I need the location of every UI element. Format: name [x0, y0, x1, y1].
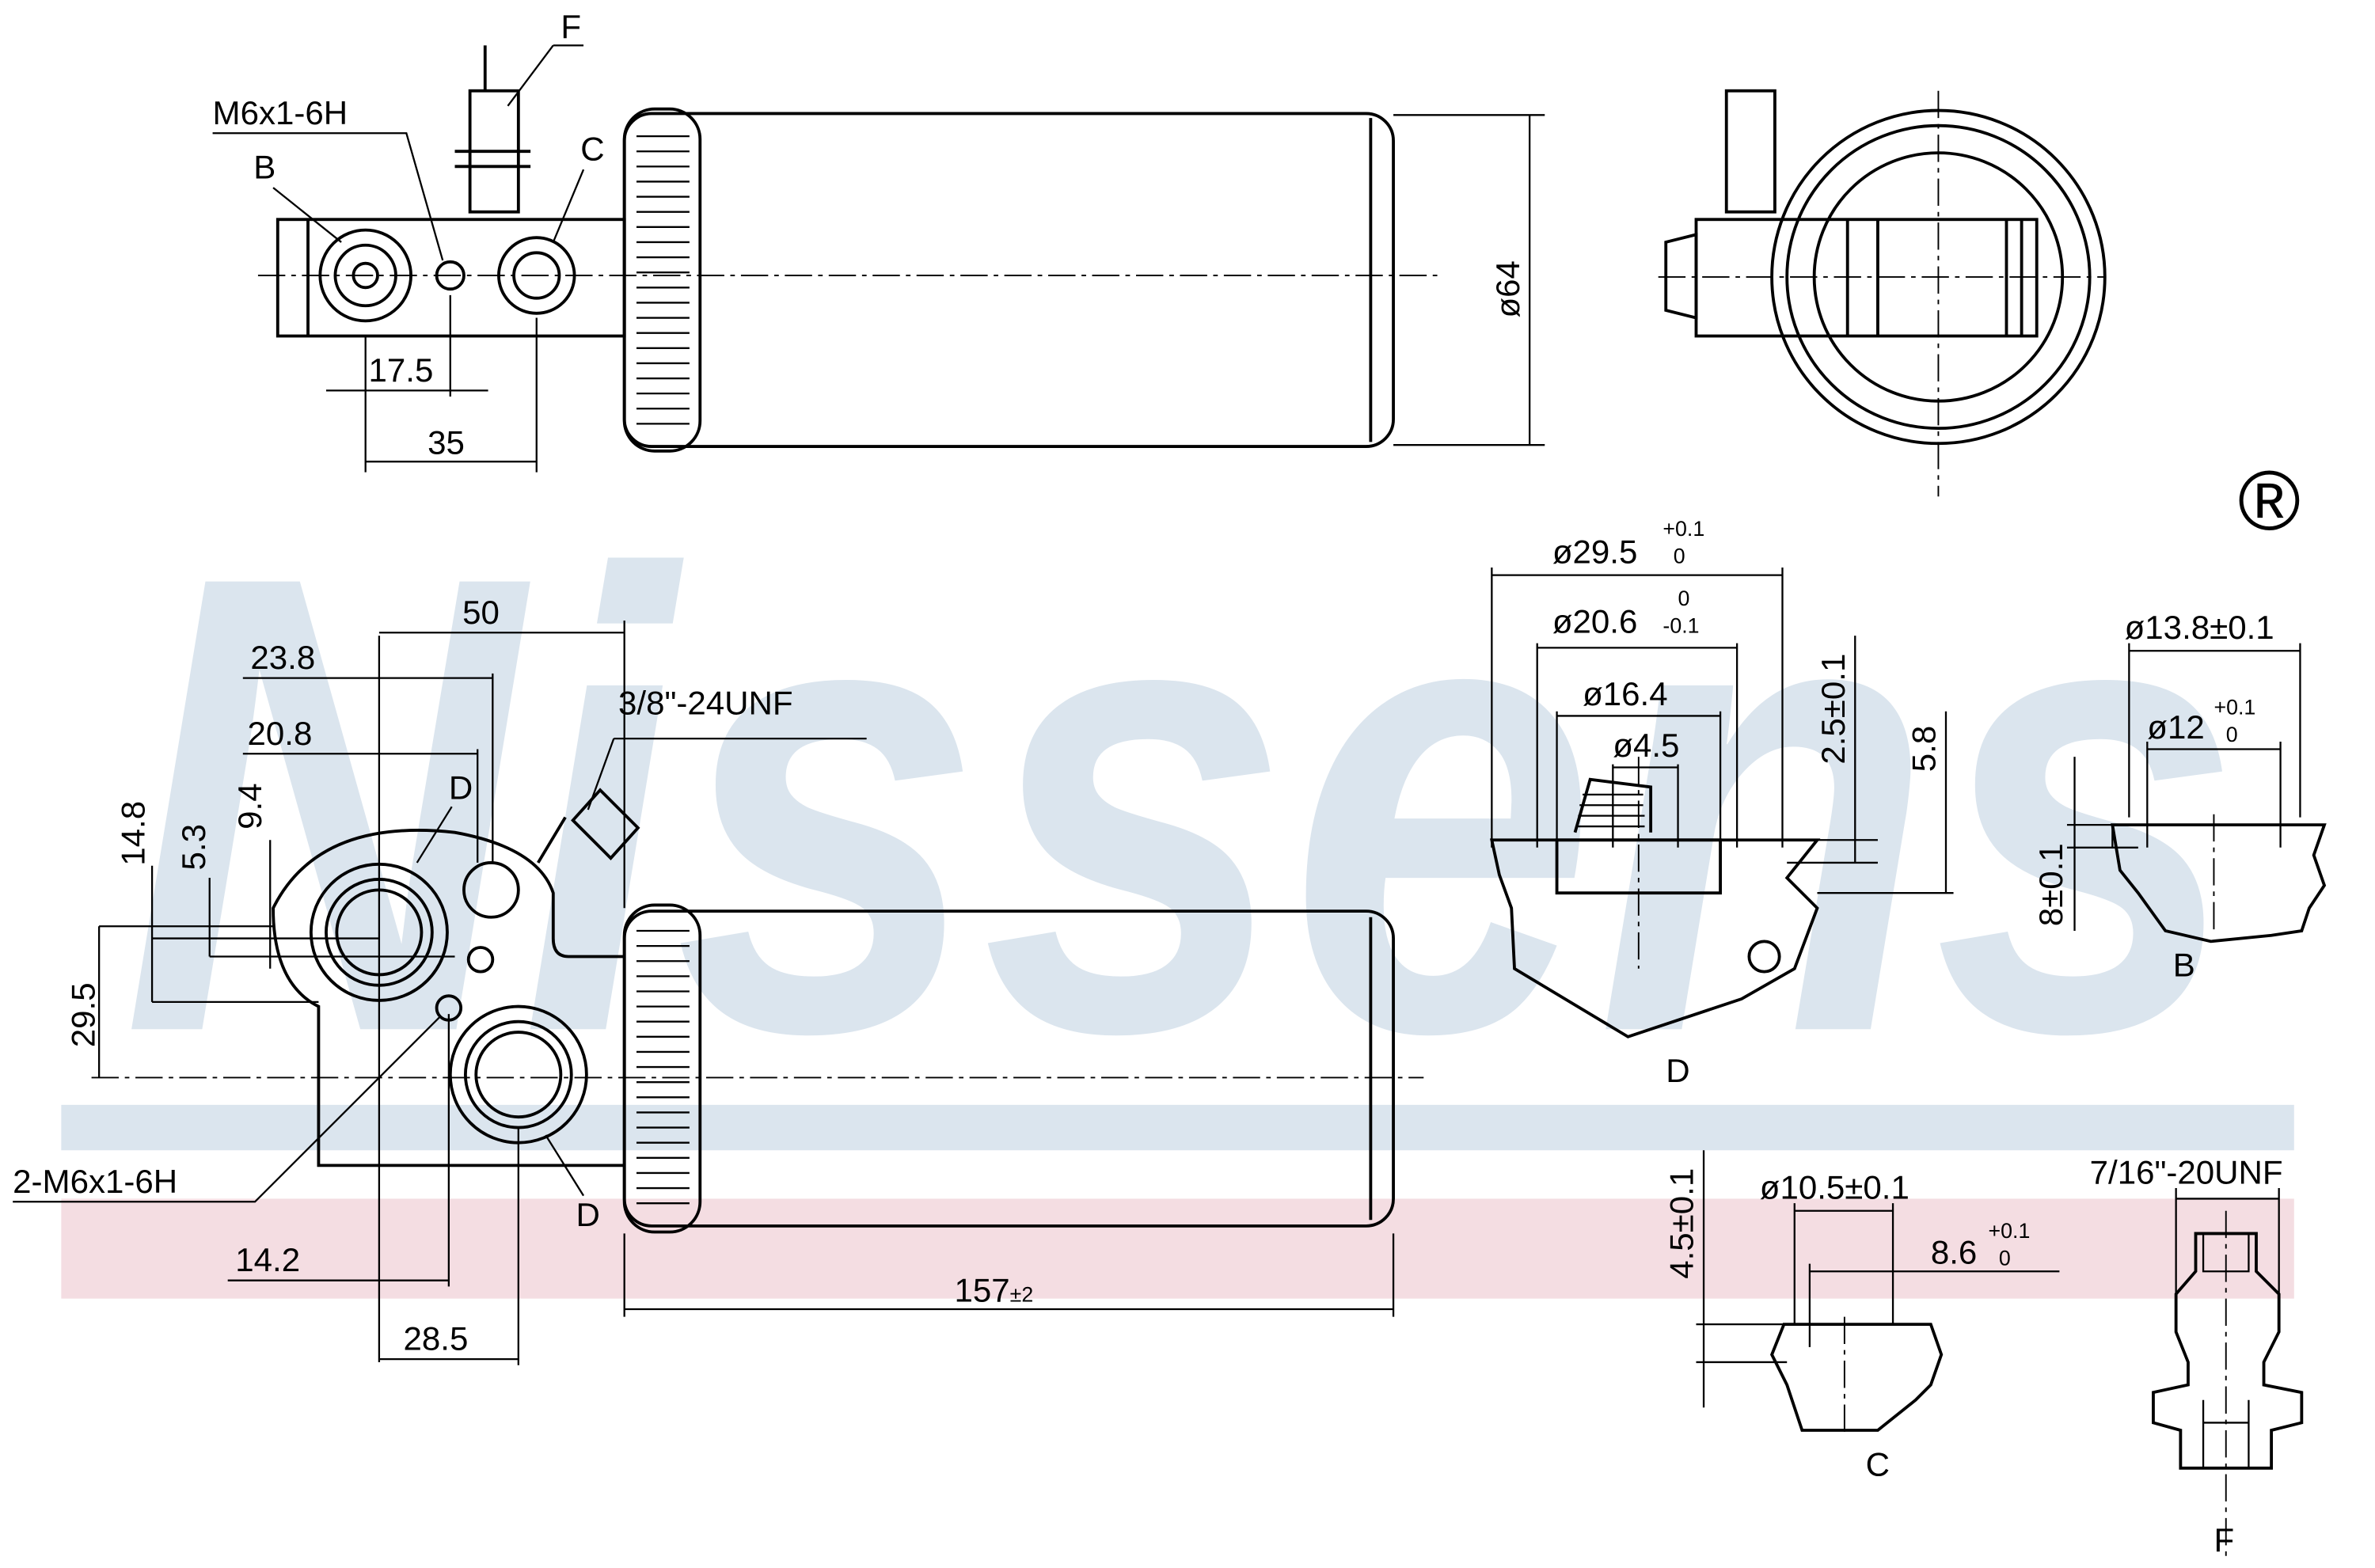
detail-b-d2-tol-lower: 0 [2226, 723, 2238, 746]
detail-b-depth-8: 8±0.1 [2032, 843, 2069, 926]
detail-c-d2-tol-upper: +0.1 [1989, 1219, 2031, 1243]
dim-5-3: 5.3 [175, 824, 212, 870]
dim-29-5: 29.5 [64, 982, 101, 1047]
label-port-c: C [580, 131, 604, 168]
end-view [1658, 89, 2107, 497]
detail-b-title: B [2173, 946, 2195, 983]
detail-d-d1-tol-lower: 0 [1674, 544, 1685, 568]
detail-d-d2-tol-upper: 0 [1678, 587, 1690, 610]
top-view: ø64 17.5 35 F M6x1-6H B C [213, 8, 1545, 473]
detail-d-diameter-20-6: ø20.6 [1552, 602, 1638, 640]
dim-17-5: 17.5 [369, 351, 434, 389]
detail-d-d1-tol-upper: +0.1 [1662, 517, 1704, 541]
dim-35: 35 [428, 424, 465, 461]
detail-f-title: F [2214, 1521, 2234, 1559]
registered-mark: ® [2238, 453, 2301, 548]
dim-28-5: 28.5 [404, 1320, 469, 1357]
detail-d-diameter-16-4: ø16.4 [1583, 675, 1668, 712]
label-port-b: B [253, 149, 276, 186]
detail-b: ø13.8±0.1 ø12 +0.1 0 8±0.1 B [2032, 609, 2327, 983]
length-157: 157 [955, 1271, 1010, 1308]
svg-text:ø29.5: ø29.5 [1552, 533, 1638, 570]
label-3-8-24unf: 3/8"-24UNF [618, 685, 793, 722]
svg-text:157±2: 157±2 [955, 1271, 1034, 1308]
detail-d-title: D [1666, 1052, 1689, 1089]
detail-b-d2-tol-upper: +0.1 [2214, 696, 2255, 719]
watermark-blue-band [61, 1104, 2294, 1151]
dim-50: 50 [462, 594, 500, 631]
diameter-64-label: ø64 [1489, 260, 1526, 317]
label-2-m6-holes: 2-M6x1-6H [13, 1163, 177, 1200]
detail-c: ø10.5±0.1 8.6 +0.1 0 4.5±0.1 C [1663, 1150, 2060, 1483]
detail-b-diameter-13-8: ø13.8±0.1 [2125, 609, 2274, 646]
label-port-d-upper: D [449, 769, 473, 807]
detail-d-diameter-4-5: ø4.5 [1613, 727, 1679, 764]
detail-b-diameter-12: ø12 [2147, 708, 2204, 746]
detail-f: 7/16"-20UNF F [2090, 1153, 2304, 1559]
nissens-watermark: Nissens ® [61, 441, 2301, 1299]
watermark-text: Nissens [122, 441, 2241, 1167]
detail-c-diameter-8-6: 8.6 [1931, 1234, 1977, 1271]
detail-d-d2-tol-lower: -0.1 [1662, 613, 1699, 637]
watermark-pink-band [61, 1198, 2294, 1299]
detail-f-thread-7-16-20unf: 7/16"-20UNF [2090, 1153, 2283, 1190]
detail-d: ø29.5 +0.1 0 ø20.6 0 -0.1 ø16.4 ø4.5 2.5… [1489, 517, 1954, 1089]
dim-20-8: 20.8 [248, 715, 313, 752]
detail-d-depth-5-8: 5.8 [1906, 726, 1943, 772]
dim-23-8: 23.8 [250, 639, 315, 676]
detail-c-title: C [1866, 1445, 1890, 1483]
detail-d-depth-2-5: 2.5±0.1 [1814, 654, 1852, 765]
detail-d-diameter-29-5: ø29.5 [1552, 533, 1638, 570]
dim-14-8: 14.8 [115, 801, 152, 866]
dim-14-2: 14.2 [235, 1241, 300, 1278]
detail-c-d2-tol-lower: 0 [1999, 1247, 2011, 1270]
label-f-top: F [560, 8, 581, 45]
detail-c-depth-4-5: 4.5±0.1 [1663, 1168, 1700, 1279]
length-tolerance: ±2 [1010, 1282, 1034, 1306]
front-view: 50 23.8 20.8 3/8"-24UNF 14.8 5.3 9.4 29.… [13, 594, 1424, 1365]
dim-9-4: 9.4 [231, 783, 268, 829]
detail-c-diameter-10-5: ø10.5±0.1 [1760, 1168, 1910, 1205]
label-port-d-lower: D [576, 1196, 599, 1233]
label-m6-thread: M6x1-6H [213, 94, 348, 131]
